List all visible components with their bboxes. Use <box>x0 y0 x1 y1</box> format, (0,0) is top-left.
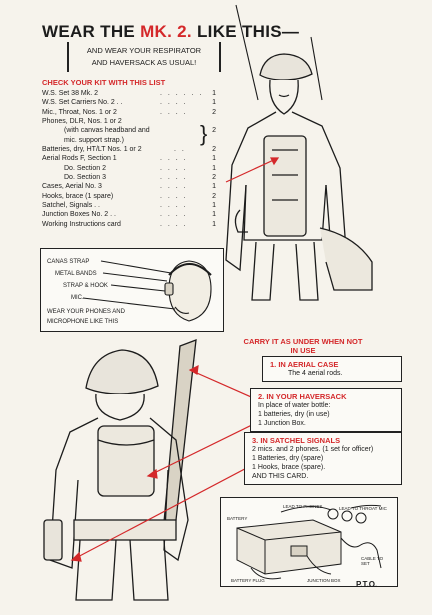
checklist-item: W.S. Set Carriers No. 2 . .. . . .1 <box>42 99 216 107</box>
checklist-item: mic. support strap.) <box>64 136 124 144</box>
diagram-label: JUNCTION BOX <box>307 578 341 583</box>
arrow-satchel <box>71 461 259 561</box>
aerial-rod-right <box>310 36 323 101</box>
haversack-back <box>97 425 155 497</box>
junction-box-drawing <box>236 504 382 580</box>
checklist-item: W.S. Set 38 Mk. 2. . . . . .1 <box>42 90 216 97</box>
checklist-item: Do. Section 3. . . .2 <box>64 174 216 182</box>
diagram-label: BATTERY <box>227 516 248 521</box>
headset-label: METAL BANDS <box>55 271 97 277</box>
title-part1: WEAR THE <box>42 22 141 41</box>
box-line: 1 Hooks, brace (spare). <box>252 464 326 471</box>
subtitle-box: AND WEAR YOUR RESPIRATOR AND HAVERSACK A… <box>67 42 221 72</box>
checklist-item: Satchel, Signals . .. . . .1 <box>42 202 216 210</box>
headset-head-icon <box>82 260 212 322</box>
diagram-label: LEAD TO PHONES <box>283 504 323 509</box>
satchel-box: 3. IN SATCHEL SIGNALS 2 mics. and 2 phon… <box>244 432 402 485</box>
subtitle-line-1: AND WEAR YOUR RESPIRATOR <box>86 46 202 55</box>
headset-panel: CANAS STRAP METAL BANDS STRAP & HOOK MIC… <box>40 248 224 332</box>
headset-label: MIC. <box>71 295 84 301</box>
box-heading: 3. IN SATCHEL SIGNALS <box>252 436 341 445</box>
headset-label: STRAP & HOOK <box>63 283 108 289</box>
box-line: 1 batteries, dry (in use) <box>258 411 330 418</box>
haversack-front <box>319 227 373 291</box>
soldier-front-illustration <box>225 4 373 301</box>
box-heading: 1. IN AERIAL CASE <box>270 360 339 369</box>
haversack-box: 2. IN YOUR HAVERSACK In place of water b… <box>250 388 402 432</box>
diagram-label: LEAD TO THROAT MIC <box>339 506 387 511</box>
checklist-item: Do. Section 2. . . .1 <box>64 164 216 172</box>
page-title: WEAR THE MK. 2. LIKE THIS— <box>42 22 299 42</box>
junction-box-diagram: LEAD TO PHONES LEAD TO THROAT MIC BATTER… <box>220 497 398 587</box>
box-line: The 4 aerial rods. <box>288 370 343 377</box>
diagram-label: BATTERY PLUG <box>231 578 265 583</box>
checklist-item: Junction Boxes No. 2 . .. . . .1 <box>42 211 216 219</box>
checklist-item: Mic., Throat, Nos. 1 or 2. . . .2 <box>42 108 216 116</box>
checklist-item: Cases, Aerial No. 3. . . .1 <box>42 183 216 191</box>
headset-label: MICROPHONE LIKE THIS <box>47 319 119 325</box>
carry-line-1: CARRY IT AS UNDER WHEN NOT <box>243 337 363 346</box>
arrow-haversack <box>147 421 259 477</box>
checklist: W.S. Set 38 Mk. 2. . . . . .1 W.S. Set C… <box>42 89 222 229</box>
checklist-heading: CHECK YOUR KIT WITH THIS LIST <box>42 78 166 87</box>
headset-label: CANAS STRAP <box>47 259 90 265</box>
checklist-item: Working Instructions card. . . .1 <box>42 220 216 228</box>
arrow-checklist-to-set <box>225 157 279 183</box>
checklist-item: Phones, DLR, Nos. 1 or 2 <box>42 118 122 126</box>
box-heading: 2. IN YOUR HAVERSACK <box>258 392 347 401</box>
checklist-brace: } <box>200 121 208 146</box>
aerial-case-box: 1. IN AERIAL CASE The 4 aerial rods. <box>262 356 402 382</box>
diagram-label: CABLE TO SET <box>361 556 384 566</box>
box-line: 2 mics. and 2 phones. (1 set for officer… <box>252 446 374 453</box>
box-line: 1 Batteries, dry (spare) <box>252 455 324 462</box>
soldier-back-illustration <box>43 339 197 601</box>
aerial-rod-upper <box>235 4 259 101</box>
belt-pouch <box>73 519 177 541</box>
title-part2: LIKE THIS— <box>191 22 300 41</box>
helmet-icon <box>259 53 313 81</box>
checklist-item: Aerial Rods F, Section 1. . . .1 <box>42 155 216 163</box>
box-line: AND THIS CARD. <box>252 473 309 480</box>
headset-label: WEAR YOUR PHONES AND <box>47 309 125 315</box>
checklist-item: Batteries, dry, HT/LT Nos. 1 or 2. .2 <box>42 146 216 154</box>
aerial-case <box>163 339 197 523</box>
checklist-item: Hooks, brace (1 spare). . . .2 <box>42 192 216 200</box>
subtitle-line-2: AND HAVERSACK AS USUAL! <box>91 58 197 67</box>
carry-heading: CARRY IT AS UNDER WHEN NOT IN USE <box>218 337 388 355</box>
helmet-back-icon <box>85 349 159 395</box>
title-highlight: MK. 2. <box>140 22 192 41</box>
box-line: 1 Junction Box. <box>258 420 306 427</box>
carry-line-2: IN USE <box>290 346 316 355</box>
pto-footer: P.T.O. <box>356 580 378 589</box>
radio-set-front <box>263 135 307 237</box>
water-bottle-slot <box>43 519 63 561</box>
box-line: In place of water bottle: <box>258 402 331 409</box>
